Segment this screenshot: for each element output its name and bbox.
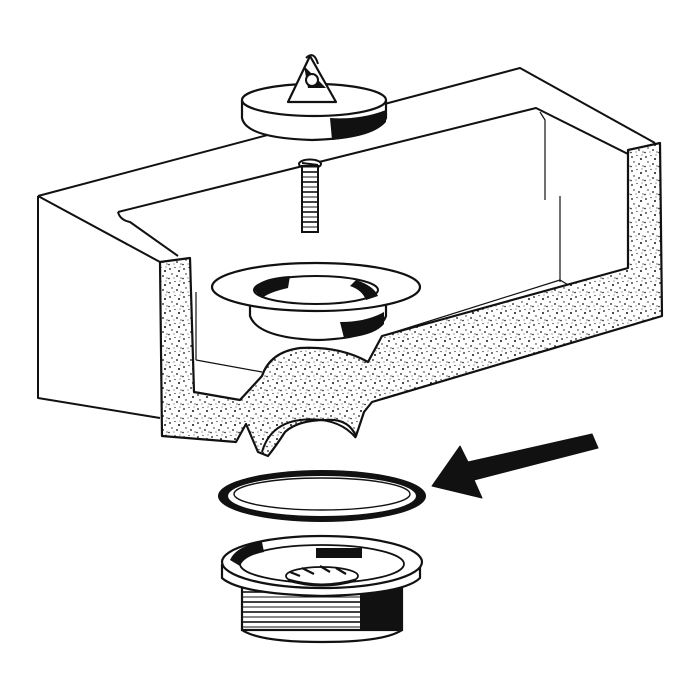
sink-basin-cutaway (37, 67, 656, 419)
screw (298, 158, 322, 233)
threaded-waste-body (220, 534, 424, 644)
drain-hole-curve (261, 418, 357, 453)
sealing-washer (218, 470, 426, 522)
top-flange (210, 261, 422, 342)
plug-with-chain-loop (240, 54, 388, 142)
arrow-left-icon (431, 433, 599, 499)
sink-cut-section (158, 141, 664, 458)
